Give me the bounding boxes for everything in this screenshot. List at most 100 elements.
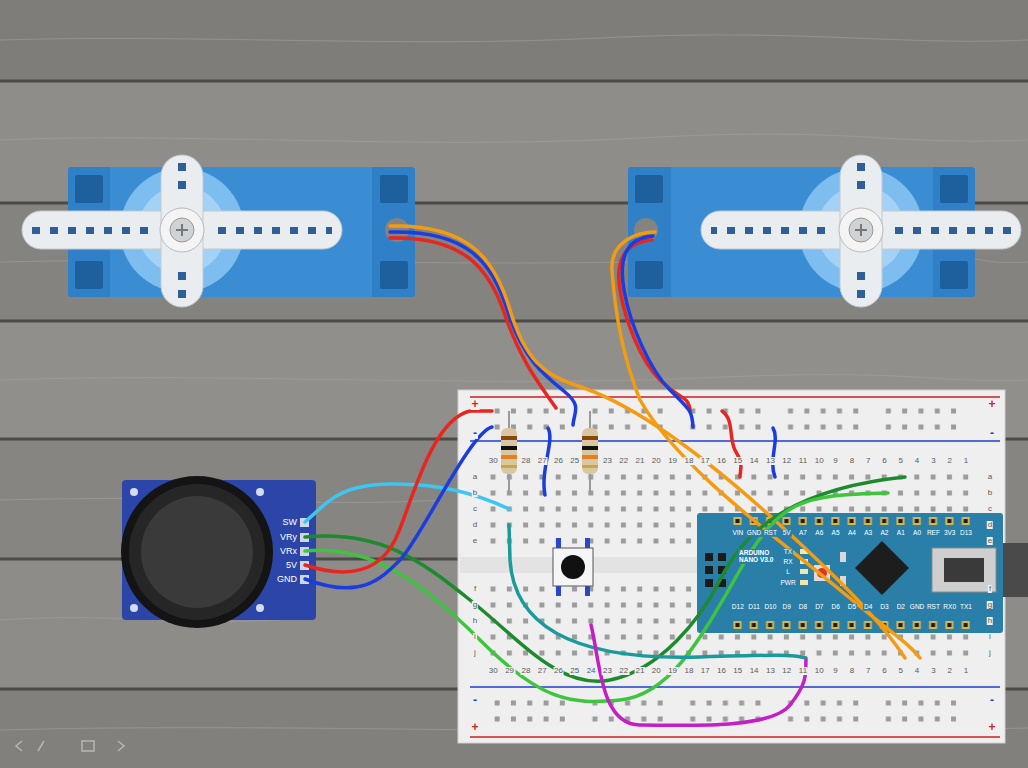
breadboard-number: 28 (520, 457, 531, 465)
pin-label: D3 (879, 604, 889, 611)
breadboard-number: 8 (849, 667, 855, 675)
plank-gap (0, 81, 1028, 689)
pin-label: RST (926, 604, 941, 611)
breadboard-number: 17 (700, 667, 711, 675)
row-letter: a (987, 473, 993, 481)
breadboard-number: 19 (667, 667, 678, 675)
board-label: ARDUINO NANO V3.0 (738, 549, 786, 564)
led-label: L (785, 569, 791, 576)
breadboard-number: 5 (898, 667, 904, 675)
pin-label: A4 (847, 530, 857, 537)
icsp-header (705, 553, 726, 587)
joystick-module: SWVRyVRx5VGND (122, 480, 316, 620)
row-letter: j (473, 649, 477, 657)
joystick-knob (141, 496, 253, 608)
breadboard-number: 27 (537, 457, 548, 465)
servo-wire (619, 240, 690, 410)
wood-grain (0, 35, 1028, 731)
pin-label: REF (926, 530, 941, 537)
row-letter: f (473, 585, 477, 593)
breadboard-number: 3 (930, 667, 936, 675)
breadboard-number: 9 (832, 667, 838, 675)
pin-label: A3 (863, 530, 873, 537)
breadboard-number: 16 (716, 667, 727, 675)
breadboard-number: 2 (946, 457, 952, 465)
pin-label: SW (282, 518, 299, 527)
pin-label: 3V3 (943, 530, 957, 537)
resistor-band (501, 455, 598, 459)
row-letter: g (987, 601, 993, 609)
row-letter: i (473, 633, 477, 641)
row-letter: e (472, 537, 478, 545)
row-letter: a (472, 473, 478, 481)
pushbutton-cap (561, 555, 585, 579)
pin-label: D4 (863, 604, 873, 611)
components (501, 411, 598, 596)
mount-hole (256, 604, 264, 612)
pin-label: D8 (798, 604, 808, 611)
jumper-wire (305, 477, 905, 681)
rail-holes (489, 403, 978, 435)
pin-label: D13 (959, 530, 973, 537)
usb-plug (1003, 543, 1028, 597)
breadboard-number: 16 (716, 457, 727, 465)
pin-label: A6 (814, 530, 824, 537)
pin-label: 5V (285, 561, 298, 570)
pin-label: D12 (731, 604, 745, 611)
servo-motor (628, 155, 1021, 307)
breadboard-number: 17 (700, 457, 711, 465)
resistor-band (501, 465, 598, 468)
pin-label: D6 (830, 604, 840, 611)
pin-label: RX0 (942, 604, 957, 611)
pin-label: GND (746, 530, 762, 537)
header-row (729, 513, 974, 529)
pin-label: A2 (880, 530, 890, 537)
jumper-wire (305, 484, 509, 522)
servo-wire (612, 232, 920, 658)
row-letter: h (472, 617, 478, 625)
pin-label: VRy (279, 533, 298, 542)
toolbar-icons (16, 741, 124, 751)
breadboard-number: 25 (569, 667, 580, 675)
pin-label: A0 (912, 530, 922, 537)
row-letter: f (988, 585, 992, 593)
breadboard-number: 19 (667, 457, 678, 465)
row-letter: g (472, 601, 478, 609)
breadboard-number: 9 (832, 457, 838, 465)
breadboard-number: 14 (749, 667, 760, 675)
breadboard-number: 28 (520, 667, 531, 675)
arduino-board (697, 513, 1028, 633)
pin-label: RST (763, 530, 778, 537)
pin-label: D9 (782, 604, 792, 611)
servo-wire (390, 232, 576, 425)
breadboard-number: 11 (798, 457, 808, 465)
breadboard-number: 10 (814, 457, 825, 465)
pin-label: VIN (731, 530, 744, 537)
row-letter: j (988, 649, 992, 657)
usb-receptacle (944, 558, 984, 582)
rail-symbol: + (470, 398, 479, 410)
breadboard-number: 10 (814, 667, 825, 675)
row-letter: c (987, 505, 993, 513)
pin-label: D7 (814, 604, 824, 611)
row-letter: h (987, 617, 993, 625)
usb-receptacle (932, 548, 996, 592)
pin-label: A7 (798, 530, 808, 537)
button-leg (556, 538, 590, 596)
pin-label: TX1 (959, 604, 973, 611)
rail-symbol: + (470, 721, 479, 733)
breadboard-number: 30 (488, 457, 499, 465)
breadboard-number: 22 (618, 457, 629, 465)
resistor-lead (509, 411, 590, 495)
rail-symbol: - (989, 427, 995, 439)
breadboard (458, 390, 1005, 743)
joystick-knob (129, 484, 265, 620)
breadboard-number: 7 (865, 457, 871, 465)
pin-label: VRx (279, 547, 298, 556)
breadboard-number: 14 (749, 457, 760, 465)
row-letter: d (987, 521, 993, 529)
